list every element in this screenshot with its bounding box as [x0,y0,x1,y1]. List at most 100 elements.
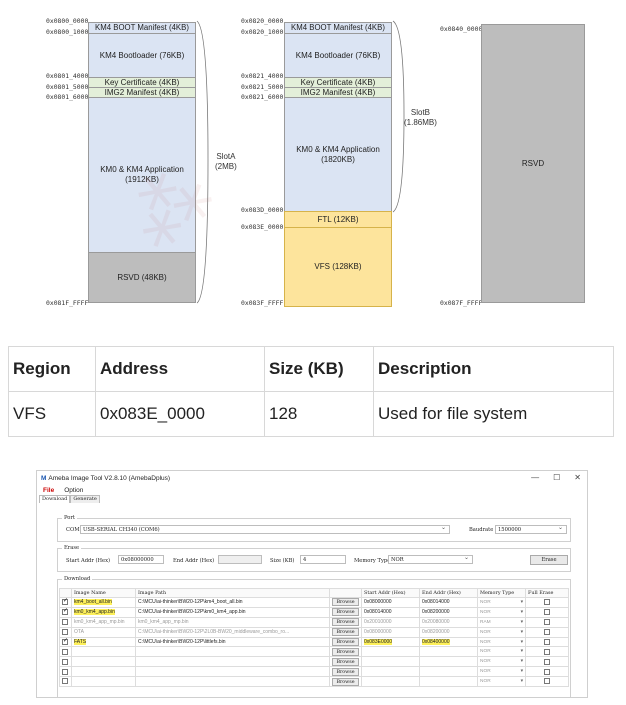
image-path-cell[interactable] [135,656,330,668]
row-checkbox[interactable] [62,619,68,626]
full-erase-cell[interactable] [525,636,569,648]
erase-button[interactable]: Erase [530,555,568,565]
memory-type-select[interactable]: NOR [480,649,523,654]
full-erase-cell[interactable] [525,597,569,608]
memory-type-select[interactable]: NOR [480,669,523,674]
row-select-cell[interactable] [59,616,72,628]
memory-type-cell[interactable]: NOR [477,676,526,688]
memory-type-select[interactable]: NOR [480,610,523,615]
browse-button[interactable]: Browse [332,647,359,656]
start-addr-cell[interactable] [361,666,420,678]
image-name-cell[interactable] [71,656,136,668]
close-button[interactable]: ✕ [574,473,581,482]
image-path-cell[interactable] [135,676,330,688]
start-addr-cell[interactable]: 0x08000000 [361,597,420,608]
row-checkbox[interactable] [62,638,68,645]
end-addr-cell[interactable] [419,656,478,668]
baudrate-dropdown[interactable]: 1500000 [495,525,567,534]
start-addr-cell[interactable]: 0x20010000 [361,616,420,628]
full-erase-checkbox[interactable] [544,658,550,665]
start-addr-cell[interactable]: 0x08000000 [361,626,420,638]
end-addr-input[interactable] [218,555,262,564]
browse-button[interactable]: Browse [332,667,359,676]
browse-button[interactable]: Browse [332,677,359,686]
full-erase-checkbox[interactable] [544,609,550,616]
full-erase-checkbox[interactable] [544,599,550,606]
full-erase-checkbox[interactable] [544,619,550,626]
start-addr-cell[interactable] [361,646,420,658]
image-path-cell[interactable] [135,666,330,678]
tab-download[interactable]: Download [39,495,71,503]
end-addr-cell[interactable]: 0x08200000 [419,606,478,618]
row-checkbox[interactable] [62,668,68,675]
end-addr-cell[interactable]: 0x08014000 [419,597,478,608]
start-addr-cell[interactable] [361,676,420,688]
full-erase-cell[interactable] [525,606,569,618]
full-erase-checkbox[interactable] [544,678,550,685]
full-erase-checkbox[interactable] [544,628,550,635]
memory-type-select[interactable]: NOR [480,640,523,645]
row-checkbox[interactable] [62,678,68,685]
row-checkbox[interactable] [62,608,68,616]
memory-type-cell[interactable]: NOR [477,656,526,668]
memory-type-select[interactable]: NOR [480,659,523,664]
memory-type-cell[interactable]: NOR [477,606,526,618]
memory-type-cell[interactable]: NOR [477,666,526,678]
full-erase-checkbox[interactable] [544,638,550,645]
end-addr-cell[interactable]: 0x08400000 [419,636,478,648]
row-checkbox[interactable] [62,628,68,635]
memory-type-cell[interactable]: NOR [477,646,526,658]
maximize-button[interactable]: ☐ [553,473,561,482]
end-addr-cell[interactable] [419,666,478,678]
minimize-button[interactable]: — [531,473,540,482]
row-checkbox[interactable] [62,658,68,665]
row-checkbox[interactable] [62,598,68,606]
row-select-cell[interactable] [59,646,72,658]
image-path-cell[interactable] [135,646,330,658]
image-path-cell[interactable]: C:\MCU\ai-thinker\BW20-12P\2L0B-BW20_mid… [135,626,330,638]
memory-type-select[interactable]: NOR [480,600,523,605]
image-name-cell[interactable] [71,646,136,658]
start-addr-cell[interactable]: 0x083E0000 [361,636,420,648]
browse-button[interactable]: Browse [332,618,359,627]
image-name-cell[interactable]: km4_boot_all.bin [71,597,136,608]
full-erase-cell[interactable] [525,616,569,628]
image-name-cell[interactable]: km0_km4_app_mp.bin [71,616,136,628]
end-addr-cell[interactable]: 0x08200000 [419,626,478,638]
com-port-dropdown[interactable]: USB-SERIAL CH340 (COM6) [80,525,450,534]
full-erase-cell[interactable] [525,646,569,658]
image-path-cell[interactable]: C:\MCU\ai-thinker\BW20-12P\km4_boot_all.… [135,597,330,608]
browse-button[interactable]: Browse [332,657,359,666]
full-erase-cell[interactable] [525,626,569,638]
image-name-cell[interactable]: FATS [71,636,136,648]
image-path-cell[interactable]: km0_km4_app_mp.bin [135,616,330,628]
full-erase-checkbox[interactable] [544,648,550,655]
memory-type-dropdown[interactable]: NOR [388,555,473,564]
image-name-cell[interactable]: OTA [71,626,136,638]
memory-type-select[interactable]: RAM [480,620,523,625]
end-addr-cell[interactable] [419,646,478,658]
start-addr-cell[interactable]: 0x08014000 [361,606,420,618]
image-path-cell[interactable]: C:\MCU\ai-thinker\BW20-12P\littlefs.bin [135,636,330,648]
end-addr-cell[interactable]: 0x20080000 [419,616,478,628]
menu-option[interactable]: Option [64,486,84,494]
image-name-cell[interactable]: km0_km4_app.bin [71,606,136,618]
start-addr-cell[interactable] [361,656,420,668]
full-erase-cell[interactable] [525,676,569,688]
row-checkbox[interactable] [62,648,68,655]
row-select-cell[interactable] [59,636,72,648]
size-input[interactable]: 4 [300,555,346,564]
row-select-cell[interactable] [59,676,72,688]
browse-button[interactable]: Browse [332,598,359,607]
image-name-cell[interactable] [71,666,136,678]
image-path-cell[interactable]: C:\MCU\ai-thinker\BW20-12P\km0_km4_app.b… [135,606,330,618]
memory-type-cell[interactable]: NOR [477,636,526,648]
image-name-cell[interactable] [71,676,136,688]
browse-button[interactable]: Browse [332,628,359,637]
row-select-cell[interactable] [59,597,72,608]
tab-generate[interactable]: Generate [70,495,100,503]
row-select-cell[interactable] [59,626,72,638]
memory-type-cell[interactable]: NOR [477,626,526,638]
browse-button[interactable]: Browse [332,608,359,617]
memory-type-cell[interactable]: RAM [477,616,526,628]
